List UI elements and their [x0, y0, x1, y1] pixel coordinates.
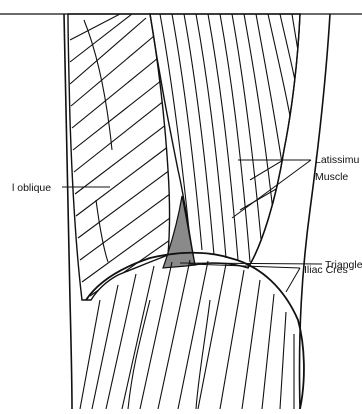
label-latissimus-line2: Muscle	[315, 171, 348, 183]
body-outline-left	[64, 14, 72, 409]
label-external-oblique: l oblique	[12, 182, 51, 194]
label-latissimus-line1: Latissimu	[315, 154, 360, 166]
body-outline-right-inner	[248, 14, 300, 268]
triangle-of-petit	[163, 196, 195, 268]
leader-iliac-2	[286, 268, 300, 292]
iliac-crest-region	[80, 253, 304, 409]
label-iliac-crest: Iliac Cres	[304, 264, 348, 276]
latissimus-dorsi-muscle	[150, 14, 302, 268]
